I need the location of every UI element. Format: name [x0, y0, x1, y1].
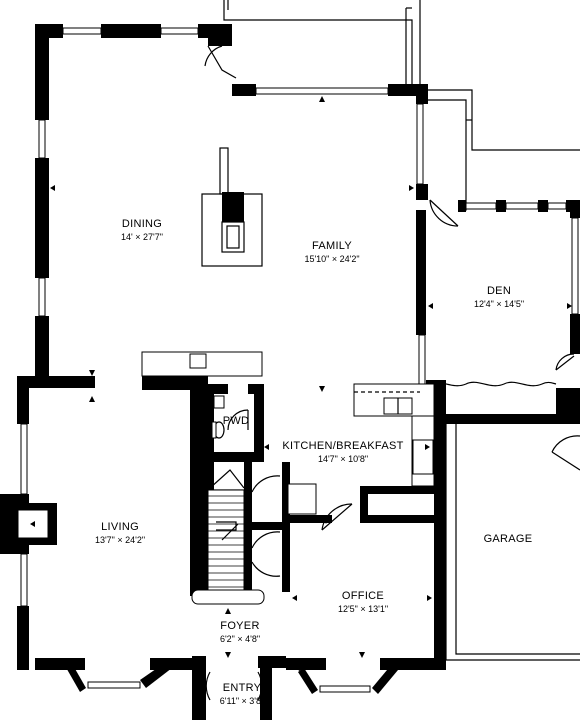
- room-dims-family: 15'10" × 24'2": [304, 254, 359, 264]
- deck-outline: [223, 0, 580, 211]
- interior-walls: [142, 376, 557, 596]
- room-name-garage: GARAGE: [484, 533, 533, 545]
- room-name-entry: ENTRY: [223, 682, 262, 694]
- dining-island: [201, 147, 263, 267]
- room-dims-den: 12'4" × 14'5": [474, 299, 524, 309]
- doors: [204, 45, 580, 701]
- measure-arrows: [30, 96, 572, 658]
- room-dims-living: 13'7" × 24'2": [95, 535, 145, 545]
- room-name-pwd: PWD: [223, 415, 250, 427]
- room-name-office: OFFICE: [342, 590, 384, 602]
- room-name-dining: DINING: [122, 218, 162, 230]
- powder-room-fixtures: [211, 395, 249, 439]
- counters: [141, 351, 435, 487]
- room-dims-entry: 6'11" × 3'8": [220, 696, 264, 706]
- room-dims-kitchen: 14'7" × 10'8": [318, 454, 368, 464]
- room-labels: DINING 14' × 27'7" FAMILY 15'10" × 24'2"…: [95, 218, 533, 706]
- room-name-den: DEN: [487, 285, 511, 297]
- room-dims-dining: 14' × 27'7": [121, 232, 163, 242]
- room-name-family: FAMILY: [312, 240, 352, 252]
- room-name-foyer: FOYER: [220, 620, 259, 632]
- room-dims-office: 12'5" × 13'1": [338, 604, 388, 614]
- exterior-walls: [0, 24, 580, 720]
- room-dims-foyer: 6'2" × 4'8": [220, 634, 260, 644]
- room-name-kitchen: KITCHEN/BREAKFAST: [282, 440, 403, 452]
- garage-outline: [445, 424, 580, 661]
- stairs: [191, 469, 265, 605]
- room-name-living: LIVING: [101, 521, 139, 533]
